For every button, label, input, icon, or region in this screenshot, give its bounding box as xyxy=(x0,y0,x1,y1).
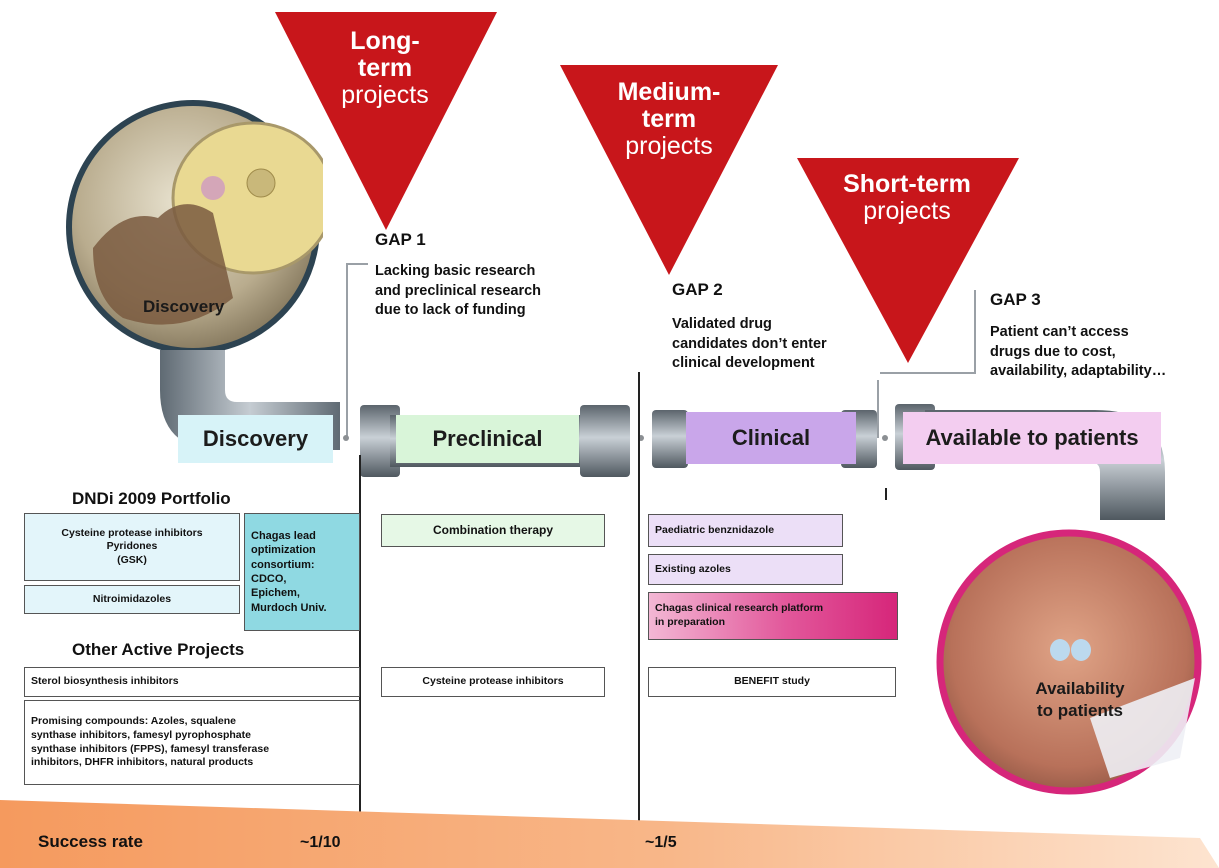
divider-line-1 xyxy=(359,455,361,857)
portfolio-paediatric-benznidazole: Paediatric benznidazole xyxy=(648,514,843,547)
discovery-photo-label: Discovery xyxy=(143,297,225,316)
connector-dot xyxy=(343,435,349,441)
success-rate-1-10: ~1/10 xyxy=(300,834,341,851)
other-sterol-biosynthesis: Sterol biosynthesis inhibitors xyxy=(24,667,360,697)
gap1-title: GAP 1 xyxy=(375,230,426,249)
patients-photo xyxy=(936,529,1202,795)
discovery-photo xyxy=(66,100,323,354)
success-rate-bar xyxy=(0,800,1219,868)
stage-clinical: Clinical xyxy=(686,412,856,464)
divider-tick-3 xyxy=(885,488,887,500)
short-term-label: Short-term projects xyxy=(843,170,971,225)
stage-preclinical: Preclinical xyxy=(396,415,579,463)
other-cysteine-protease: Cysteine protease inhibitors xyxy=(381,667,605,697)
gap3-connector-stub xyxy=(877,380,879,438)
other-projects-title: Other Active Projects xyxy=(72,640,245,659)
gap3-title: GAP 3 xyxy=(990,290,1041,309)
portfolio-nitroimidazoles: Nitroimidazoles xyxy=(24,585,240,614)
portfolio-combination-therapy: Combination therapy xyxy=(381,514,605,547)
short-term-triangle xyxy=(797,158,1019,363)
gap2-title: GAP 2 xyxy=(672,280,723,299)
portfolio-existing-azoles: Existing azoles xyxy=(648,554,843,585)
long-term-triangle xyxy=(275,12,497,230)
success-rate-label: Success rate xyxy=(38,832,143,851)
other-benefit-study: BENEFIT study xyxy=(648,667,896,697)
gap2-description: Validated drug candidates don’t enter cl… xyxy=(672,316,827,372)
portfolio-chagas-consortium: Chagas lead optimization consortium: CDC… xyxy=(244,513,360,631)
medium-term-triangle xyxy=(560,65,778,275)
gap1-connector-vertical xyxy=(346,263,348,438)
connector-dot xyxy=(882,435,888,441)
patients-photo-label: Availability to patients xyxy=(1035,679,1125,721)
gap3-description: Patient can’t access drugs due to cost, … xyxy=(990,324,1167,380)
stage-available: Available to patients xyxy=(903,412,1161,464)
divider-line-2 xyxy=(638,372,640,857)
gap3-connector-vertical xyxy=(974,290,976,374)
long-term-label: Long- term projects xyxy=(341,27,429,109)
gap1-connector-horizontal xyxy=(346,263,368,265)
gap3-connector-horizontal xyxy=(880,372,975,374)
stage-discovery: Discovery xyxy=(178,415,333,463)
medium-term-label: Medium- term projects xyxy=(617,78,721,160)
connector-dot xyxy=(638,435,644,441)
success-rate-1-5: ~1/5 xyxy=(645,834,677,851)
portfolio-title: DNDi 2009 Portfolio xyxy=(72,489,231,508)
gap1-description: Lacking basic research and preclinical r… xyxy=(375,263,542,319)
other-promising-compounds: Promising compounds: Azoles, squalene sy… xyxy=(24,700,360,785)
